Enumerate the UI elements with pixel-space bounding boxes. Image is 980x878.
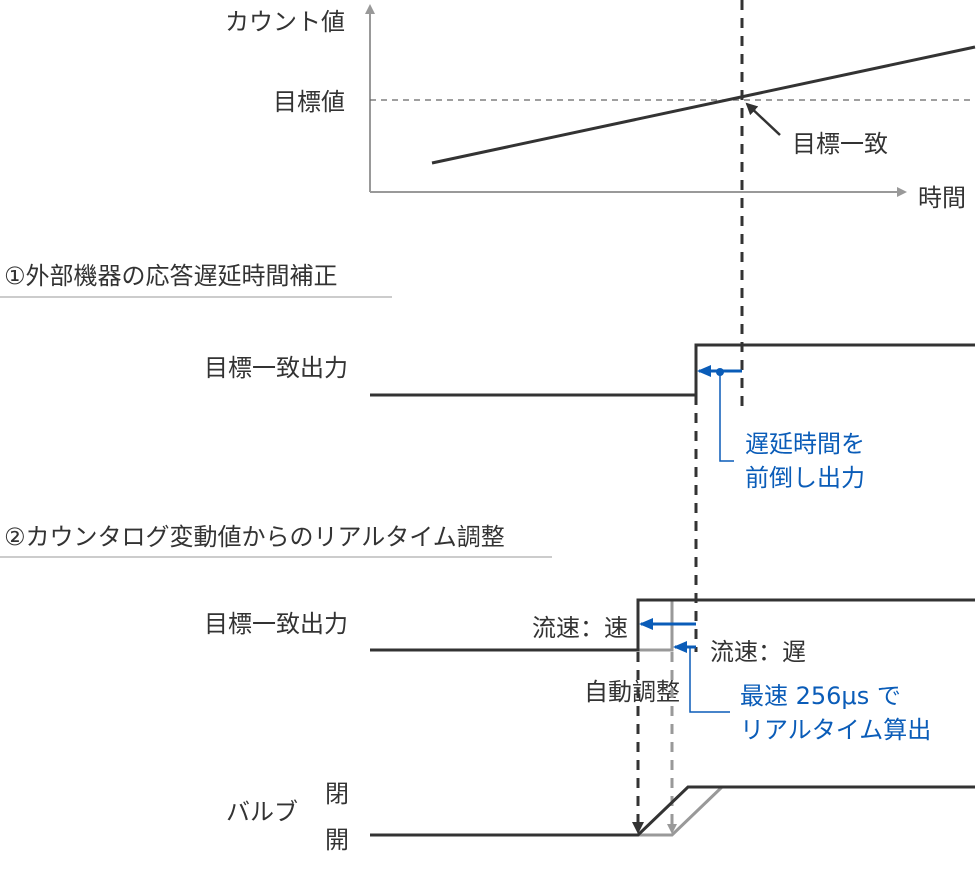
leader-line <box>719 372 734 462</box>
auto-adjust-label: 自動調整 <box>584 678 680 706</box>
valve-closed-label: 閉 <box>325 780 349 808</box>
fast-flow-label: 流速：速 <box>532 614 628 642</box>
section-2-heading: ②カウンタログ変動値からのリアルタイム調整 <box>4 523 505 551</box>
valve-open-label: 開 <box>325 826 349 854</box>
note-line-1: 遅延時間を <box>745 430 865 458</box>
section-1-heading: ①外部機器の応答遅延時間補正 <box>4 262 338 290</box>
slow-flow-label: 流速：遅 <box>710 638 806 666</box>
leader-line <box>689 648 730 713</box>
note-line-1: 最速 256μs で <box>740 682 901 710</box>
count-chart: カウント値 目標値 目標一致 時間 <box>225 4 976 212</box>
fast-flow-signal <box>370 598 975 652</box>
x-axis-label: 時間 <box>918 184 966 212</box>
slow-valve-signal <box>638 785 724 837</box>
match-label: 目標一致 <box>792 130 888 158</box>
note-line-2: 前倒し出力 <box>745 464 865 492</box>
target-label: 目標値 <box>273 88 345 116</box>
slow-flow-signal <box>638 600 674 652</box>
fast-valve-signal <box>370 785 975 837</box>
section-2: ②カウンタログ変動値からのリアルタイム調整 目標一致出力 流速：速 流速：遅 自… <box>0 523 975 854</box>
y-axis-label: カウント値 <box>225 8 345 36</box>
signal-label: 目標一致出力 <box>204 354 348 382</box>
section-1: ①外部機器の応答遅延時間補正 目標一致出力 遅延時間を 前倒し出力 <box>0 262 975 492</box>
signal-label: 目標一致出力 <box>204 610 348 638</box>
count-line <box>431 45 976 165</box>
valve-label: バルブ <box>226 798 298 826</box>
match-pointer-arrow <box>745 102 781 136</box>
note-line-2: リアルタイム算出 <box>740 716 931 744</box>
match-output-signal <box>370 343 975 397</box>
